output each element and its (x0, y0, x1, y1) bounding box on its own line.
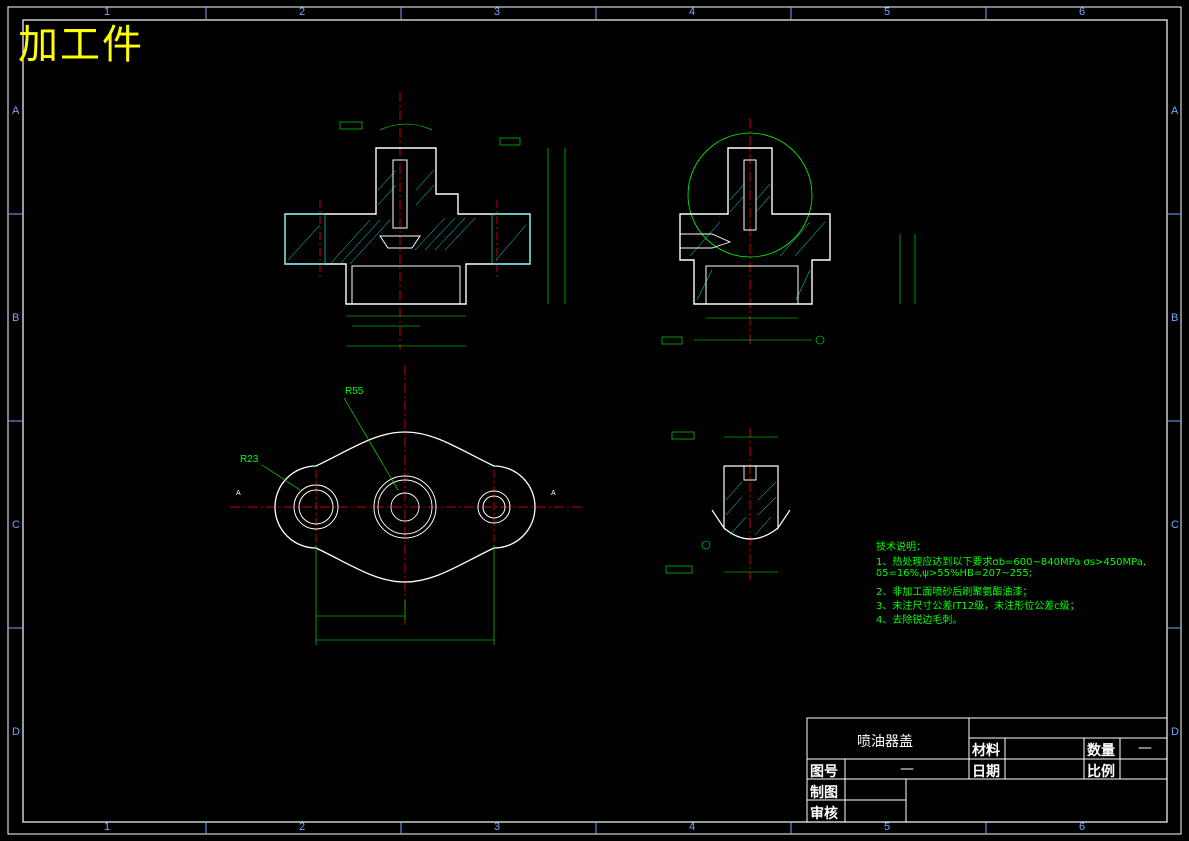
zone-col-3-top: 3 (494, 6, 501, 18)
zone-col-6-bottom: 6 (1079, 821, 1086, 833)
drawing-no-label: 图号 (810, 764, 838, 780)
outer-frame (7, 6, 1182, 835)
notes-line-1: 1、热处理应达到以下要求σb=600~840MPa σs>450MPa, (876, 557, 1147, 568)
quantity-value: — (1138, 740, 1152, 756)
scale-label: 比例 (1087, 764, 1115, 780)
notes-line-4: 3、未注尺寸公差IT12级，未注形位公差c级； (876, 601, 1080, 612)
zone-row-b-left: B (12, 312, 20, 324)
zone-col-2-top: 2 (299, 6, 306, 18)
side-section-view (661, 118, 916, 345)
section-mark-a-left: A (236, 490, 241, 497)
notes-line-5: 4、去除锐边毛刺。 (876, 615, 963, 626)
zone-col-4-bottom: 4 (689, 821, 696, 833)
zone-col-5-bottom: 5 (884, 821, 891, 833)
material-label: 材料 (972, 743, 1000, 759)
zone-row-a-left: A (12, 105, 20, 117)
zone-row-c-left: C (12, 519, 20, 531)
zone-row-b-right: B (1171, 312, 1179, 324)
title-block-grid (806, 717, 1168, 823)
stamp-label: 加工件 (18, 22, 144, 68)
inner-frame (22, 19, 1168, 823)
checked-by-label: 审核 (810, 806, 838, 822)
zone-row-c-right: C (1171, 519, 1179, 531)
part-name: 喷油器盖 (857, 734, 913, 750)
zone-row-d-left: D (12, 726, 20, 738)
zone-col-4-top: 4 (689, 6, 696, 18)
section-mark-a-right: A (551, 490, 556, 497)
zone-ticks (8, 7, 1181, 834)
drawn-by-label: 制图 (810, 785, 838, 801)
zone-row-d-right: D (1171, 726, 1179, 738)
plan-view (230, 365, 585, 645)
drawing-no-value: — (900, 761, 914, 777)
radius-label-small: R23 (240, 454, 259, 465)
radius-label-large: R55 (345, 386, 364, 397)
quantity-label: 数量 (1087, 743, 1115, 759)
notes-title: 技术说明： (876, 542, 926, 553)
zone-col-2-bottom: 2 (299, 821, 306, 833)
zone-col-1-bottom: 1 (104, 821, 111, 833)
detail-view (665, 428, 791, 580)
notes-line-3: 2、非加工面喷砂后刷聚氨酯油漆； (876, 587, 1033, 598)
zone-row-a-right: A (1171, 105, 1179, 117)
zone-col-1-top: 1 (104, 6, 111, 18)
zone-col-3-bottom: 3 (494, 821, 501, 833)
notes-line-2: δ5=16%,ψ>55%HB=207~255; (876, 568, 1033, 579)
front-section-view (284, 92, 566, 350)
zone-col-6-top: 6 (1079, 6, 1086, 18)
zone-col-5-top: 5 (884, 6, 891, 18)
date-label: 日期 (972, 764, 1000, 780)
